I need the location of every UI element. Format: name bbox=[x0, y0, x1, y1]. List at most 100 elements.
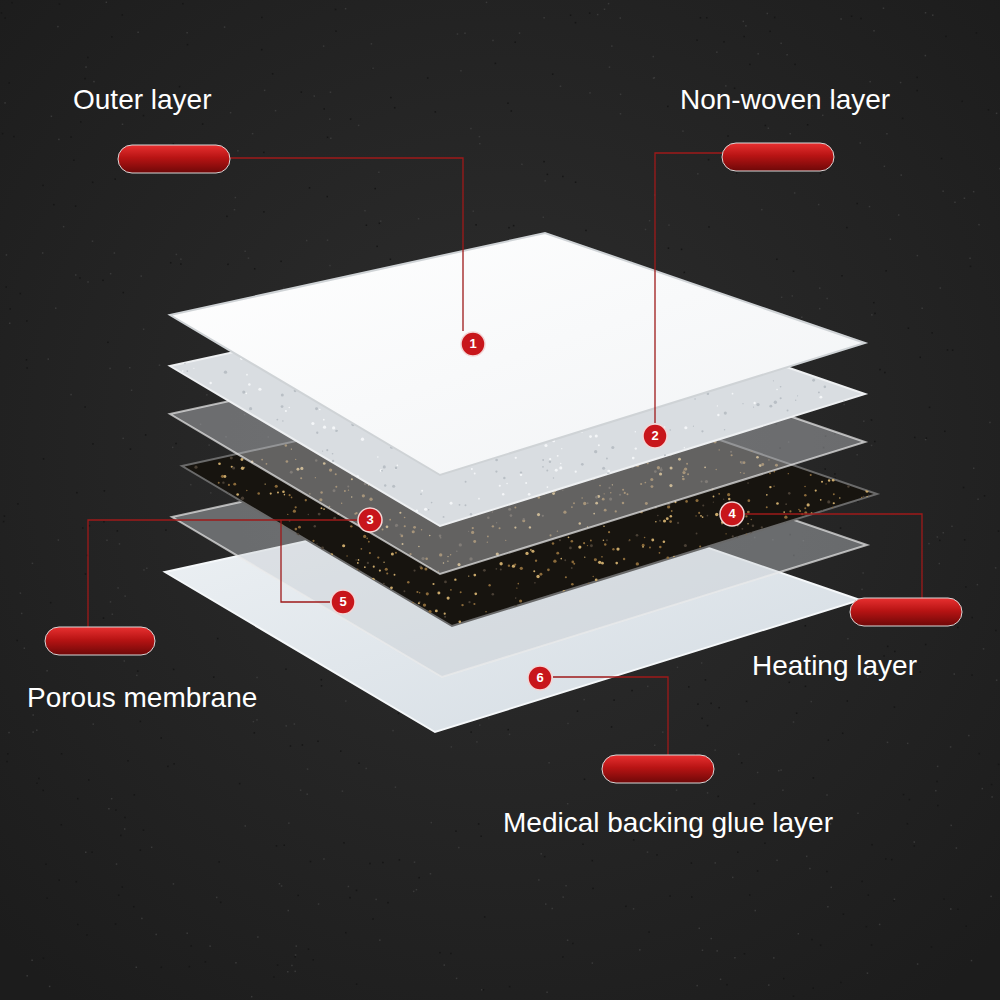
speck bbox=[302, 623, 304, 625]
texture-dot bbox=[998, 530, 1000, 532]
texture-dot bbox=[950, 746, 952, 748]
speck bbox=[535, 559, 537, 561]
texture-dot bbox=[907, 823, 909, 825]
speck bbox=[240, 458, 243, 461]
texture-dot bbox=[543, 161, 545, 163]
texture-dot bbox=[124, 817, 126, 819]
texture-dot bbox=[866, 926, 868, 928]
speck bbox=[733, 547, 735, 549]
speck bbox=[629, 539, 631, 541]
speck bbox=[288, 558, 289, 559]
speck bbox=[389, 608, 391, 610]
texture-dot bbox=[186, 932, 188, 934]
texture-dot bbox=[983, 648, 985, 650]
speck bbox=[759, 543, 762, 546]
speck bbox=[821, 481, 823, 483]
texture-dot bbox=[58, 539, 60, 541]
speck bbox=[662, 584, 664, 586]
speck bbox=[544, 611, 547, 614]
texture-dot bbox=[589, 92, 591, 94]
texture-dot bbox=[827, 906, 829, 908]
texture-dot bbox=[301, 91, 303, 93]
texture-dot bbox=[597, 14, 599, 16]
texture-dot bbox=[143, 328, 145, 330]
texture-dot bbox=[937, 536, 939, 538]
speck bbox=[367, 626, 370, 629]
speck bbox=[861, 497, 862, 498]
texture-dot bbox=[13, 136, 15, 138]
speck bbox=[848, 425, 850, 427]
texture-dot bbox=[470, 128, 472, 130]
speck bbox=[333, 517, 336, 520]
speck bbox=[636, 562, 639, 565]
texture-dot bbox=[846, 227, 848, 229]
texture-dot bbox=[891, 859, 893, 861]
speck bbox=[274, 560, 276, 562]
speck bbox=[573, 563, 575, 565]
texture-dot bbox=[220, 902, 222, 904]
texture-dot bbox=[509, 986, 511, 988]
speck bbox=[216, 592, 218, 594]
speck bbox=[266, 591, 267, 592]
texture-dot bbox=[879, 924, 881, 926]
texture-dot bbox=[418, 218, 420, 220]
speck bbox=[297, 622, 300, 625]
speck bbox=[666, 517, 669, 520]
texture-dot bbox=[697, 703, 699, 705]
texture-dot bbox=[42, 790, 44, 792]
speck bbox=[866, 496, 867, 497]
texture-dot bbox=[926, 437, 928, 439]
texture-dot bbox=[73, 159, 75, 161]
texture-dot bbox=[117, 587, 119, 589]
speck bbox=[879, 511, 881, 513]
texture-dot bbox=[16, 640, 18, 642]
speck bbox=[215, 571, 216, 572]
texture-dot bbox=[669, 895, 671, 897]
texture-dot bbox=[123, 292, 125, 294]
speck bbox=[270, 493, 272, 495]
texture-dot bbox=[956, 847, 958, 849]
speck bbox=[839, 497, 841, 499]
texture-dot bbox=[42, 185, 44, 187]
texture-dot bbox=[544, 180, 546, 182]
texture-dot bbox=[749, 894, 751, 896]
texture-dot bbox=[773, 957, 775, 959]
speck bbox=[295, 549, 298, 552]
speck bbox=[642, 546, 644, 548]
texture-dot bbox=[358, 125, 360, 127]
speck bbox=[629, 628, 631, 630]
speck bbox=[851, 623, 852, 624]
texture-dot bbox=[840, 18, 842, 20]
speck bbox=[201, 603, 203, 605]
speck bbox=[815, 489, 817, 491]
speck bbox=[761, 526, 763, 528]
speck bbox=[277, 629, 279, 631]
speck bbox=[570, 597, 572, 599]
speck bbox=[321, 507, 323, 509]
texture-dot bbox=[20, 592, 22, 594]
speck bbox=[750, 599, 752, 601]
speck bbox=[264, 595, 267, 598]
texture-dot bbox=[871, 944, 873, 946]
speck bbox=[780, 602, 783, 605]
texture-dot bbox=[570, 14, 572, 16]
texture-dot bbox=[88, 779, 90, 781]
texture-dot bbox=[8, 82, 10, 84]
texture-dot bbox=[272, 73, 274, 75]
texture-dot bbox=[810, 701, 812, 703]
texture-dot bbox=[861, 589, 863, 591]
speck bbox=[384, 620, 386, 622]
speck bbox=[521, 607, 524, 610]
texture-dot bbox=[323, 858, 325, 860]
speck bbox=[870, 409, 872, 411]
speck bbox=[261, 606, 262, 607]
texture-dot bbox=[302, 744, 304, 746]
texture-dot bbox=[898, 214, 900, 216]
texture-dot bbox=[761, 209, 763, 211]
texture-dot bbox=[122, 438, 124, 440]
speck bbox=[655, 521, 657, 523]
speck bbox=[669, 520, 672, 523]
texture-dot bbox=[625, 906, 627, 908]
texture-dot bbox=[565, 885, 567, 887]
texture-dot bbox=[989, 422, 991, 424]
